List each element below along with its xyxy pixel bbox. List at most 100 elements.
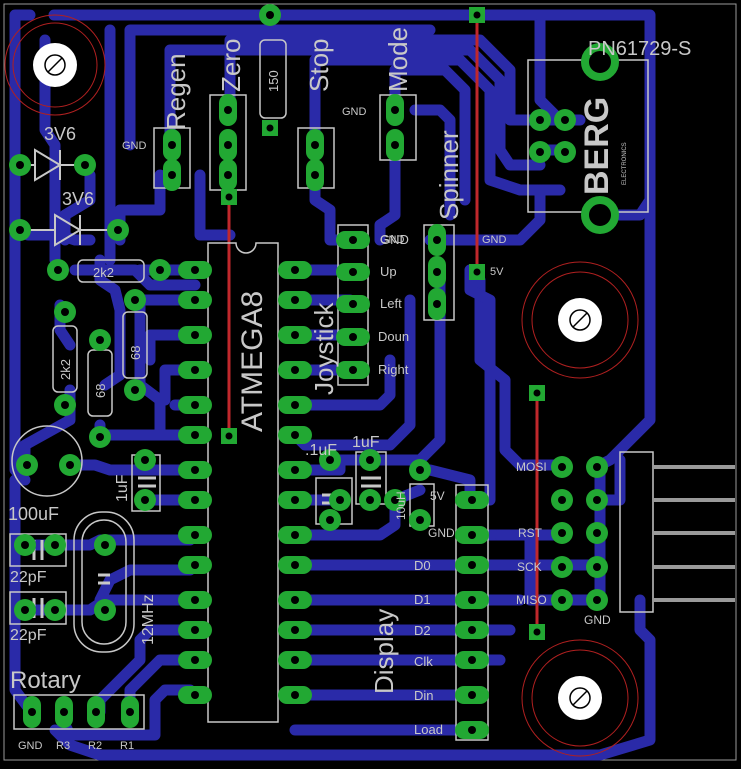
mcu-pad-right-25-drill bbox=[291, 366, 299, 374]
part-pad-25-drill bbox=[366, 496, 374, 504]
isp-pad-b-4-drill bbox=[593, 596, 601, 604]
mcu-pad-right-15-drill bbox=[291, 691, 299, 699]
label-stop: Stop bbox=[304, 39, 334, 93]
mcu-pad-left-8-drill bbox=[191, 496, 199, 504]
berg-pad-0-drill bbox=[536, 116, 544, 124]
label-spinner: Spinner bbox=[434, 130, 464, 220]
joystick-pin-label-4: Right bbox=[378, 362, 409, 377]
mcu-pad-right-17-drill bbox=[291, 626, 299, 634]
joystick-pad-1-drill bbox=[349, 268, 357, 276]
part-pad-11-drill bbox=[131, 386, 139, 394]
display-pad-6-drill bbox=[468, 691, 476, 699]
part-pad-21-drill bbox=[101, 606, 109, 614]
isp-pin-label-3: MISO bbox=[516, 593, 547, 607]
rotary-pin-label-3: R1 bbox=[120, 740, 134, 752]
stop-pad-0-drill bbox=[311, 141, 319, 149]
label-cap-1uf-mid-b: 1uF bbox=[352, 434, 380, 451]
label-crystal: 12MHz bbox=[140, 594, 157, 645]
rotary-pad-2-drill bbox=[92, 708, 100, 716]
mcu-pad-right-24-drill bbox=[291, 401, 299, 409]
jumper-mid-b-drill bbox=[225, 432, 233, 440]
label-isp-gnd: GND bbox=[584, 613, 611, 627]
r150-pad-top-drill bbox=[266, 11, 274, 19]
part-pad-9-drill bbox=[96, 433, 104, 441]
zero-pad-2-drill bbox=[224, 171, 232, 179]
isp-pad-a-0-drill bbox=[558, 463, 566, 471]
mcu-pad-right-26-drill bbox=[291, 331, 299, 339]
joystick-pin-label-2: Left bbox=[380, 296, 402, 311]
mcu-pad-left-5-drill bbox=[191, 401, 199, 409]
part-pad-26-drill bbox=[416, 466, 424, 474]
part-pad-5-drill bbox=[156, 266, 164, 274]
part-pad-12-drill bbox=[141, 456, 149, 464]
label-berg: BERG bbox=[578, 97, 616, 195]
jumper-top-b-drill bbox=[473, 268, 481, 276]
display-pin-label-1: D1 bbox=[414, 592, 431, 607]
isp-pad-b-2-drill bbox=[593, 529, 601, 537]
part-pad-0-drill bbox=[16, 161, 24, 169]
jumper-wires bbox=[227, 15, 539, 632]
display-pin-label-0: D0 bbox=[414, 558, 431, 573]
joystick-pin-label-0: GND bbox=[380, 232, 409, 247]
display-pin-label-4: Din bbox=[414, 688, 434, 703]
joystick-pad-0-drill bbox=[349, 236, 357, 244]
part-pad-4-drill bbox=[54, 266, 62, 274]
label-cap-100uf: 100uF bbox=[8, 504, 59, 524]
mode-pad-1-drill bbox=[391, 141, 399, 149]
mcu-pad-left-12-drill bbox=[191, 626, 199, 634]
mcu-pad-right-22-drill bbox=[291, 466, 299, 474]
display-pin-label-5: Load bbox=[414, 722, 443, 737]
label-cap-1uf-left: 1uF bbox=[114, 474, 131, 502]
diode-symbols bbox=[20, 148, 110, 247]
label-gnd-buttons: GND bbox=[342, 106, 367, 118]
display-pad-1-drill bbox=[468, 531, 476, 539]
label-rotary: Rotary bbox=[10, 667, 81, 694]
part-pad-16-drill bbox=[21, 541, 29, 549]
part-pad-27-drill bbox=[416, 516, 424, 524]
joystick-pin-label-3: Doun bbox=[378, 329, 409, 344]
part-pad-13-drill bbox=[141, 496, 149, 504]
label-r-2k2-v: 2k2 bbox=[58, 359, 73, 380]
spinner-pad-0-drill bbox=[433, 236, 441, 244]
label-berg-electronics: ELECTRONICS bbox=[622, 142, 628, 185]
berg-mount-holes bbox=[581, 43, 619, 234]
mcu-pad-right-21-drill bbox=[291, 496, 299, 504]
mcu-pad-right-16-drill bbox=[291, 656, 299, 664]
label-joystick: Joystick bbox=[309, 302, 339, 395]
mcu-pad-right-27-drill bbox=[291, 296, 299, 304]
label-ind-10uh: 10uH bbox=[394, 491, 408, 520]
display-pin-label-2: D2 bbox=[414, 623, 431, 638]
part-pad-17-drill bbox=[51, 541, 59, 549]
rotary-pad-1-drill bbox=[60, 708, 68, 716]
regen-pad-1-drill bbox=[168, 171, 176, 179]
label-mode: Mode bbox=[383, 27, 413, 92]
rotary-pin-label-1: R3 bbox=[56, 740, 70, 752]
mcu-pad-right-28-drill bbox=[291, 266, 299, 274]
mcu-pad-left-9-drill bbox=[191, 531, 199, 539]
stop-pad-1-drill bbox=[311, 171, 319, 179]
label-r-68-b: 68 bbox=[128, 346, 143, 360]
part-pad-23-drill bbox=[326, 516, 334, 524]
mcu-pad-left-1-drill bbox=[191, 266, 199, 274]
label-d2: 3V6 bbox=[62, 189, 94, 209]
isp-pin-label-2: SCK bbox=[517, 560, 542, 574]
label-r-150: 150 bbox=[266, 70, 281, 92]
zero-pad-1-drill bbox=[224, 141, 232, 149]
display-pad-7-drill bbox=[468, 726, 476, 734]
mcu-pad-left-13-drill bbox=[191, 656, 199, 664]
mcu-pad-right-18-drill bbox=[291, 596, 299, 604]
part-pad-19-drill bbox=[51, 606, 59, 614]
pot-rings bbox=[4, 14, 639, 757]
joystick-pad-4-drill bbox=[349, 366, 357, 374]
label-cap-1uf-mid-a: .1uF bbox=[305, 442, 337, 459]
zero-pad-0-drill bbox=[224, 106, 232, 114]
label-gnd-left-btn: GND bbox=[122, 140, 147, 152]
jumper-top-a-drill bbox=[473, 11, 481, 19]
part-pad-15-drill bbox=[66, 461, 74, 469]
mcu-pad-left-2-drill bbox=[191, 296, 199, 304]
joystick-pad-3-drill bbox=[349, 333, 357, 341]
